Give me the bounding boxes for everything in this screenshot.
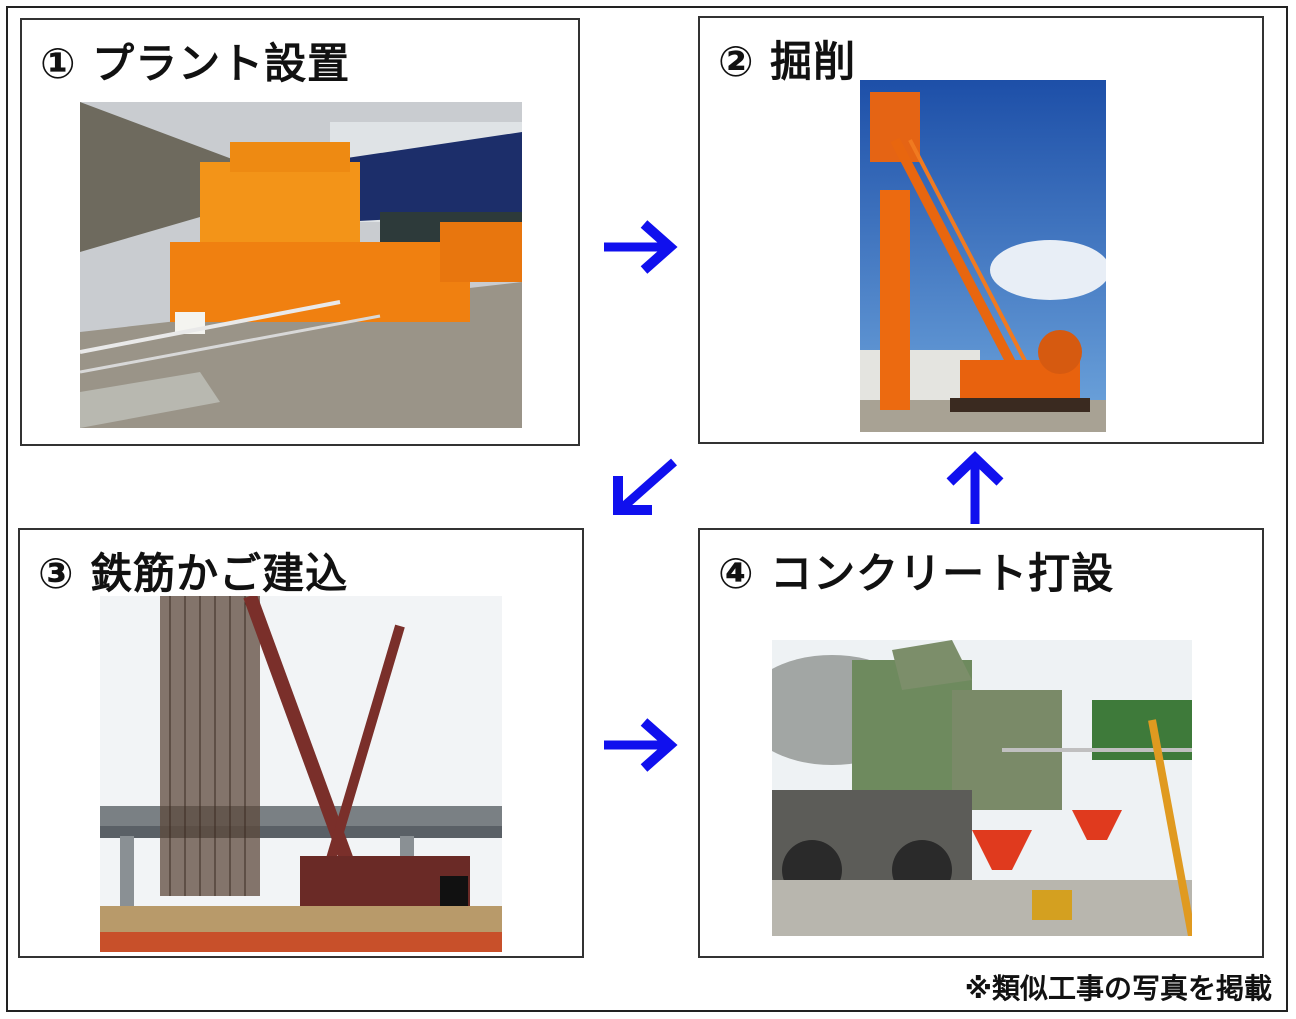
excavation-photo [860, 80, 1106, 432]
rebar-cage-installation-photo [100, 596, 502, 952]
step-title-1: ① プラント設置 [40, 39, 351, 88]
step-title-3: ③ 鉄筋かご建込 [38, 549, 349, 598]
up-arrow [946, 451, 1004, 524]
right-arrow [604, 220, 678, 274]
step-panel-3: ③ 鉄筋かご建込 [18, 528, 584, 958]
step-panel-1: ① プラント設置 [20, 18, 580, 446]
step-title-2: ② 掘削 [718, 37, 857, 86]
concrete-pouring-photo [772, 640, 1192, 936]
diagram-frame [6, 6, 1288, 1012]
plant-installation-photo [80, 102, 522, 428]
down-left-arrow [613, 458, 677, 515]
step-title-4: ④ コンクリート打設 [718, 549, 1115, 598]
step-panel-4: ④ コンクリート打設 [698, 528, 1264, 958]
step-panel-2: ② 掘削 [698, 16, 1264, 444]
right-arrow [604, 718, 678, 772]
photo-note-caption: ※類似工事の写真を掲載 [964, 972, 1272, 1005]
